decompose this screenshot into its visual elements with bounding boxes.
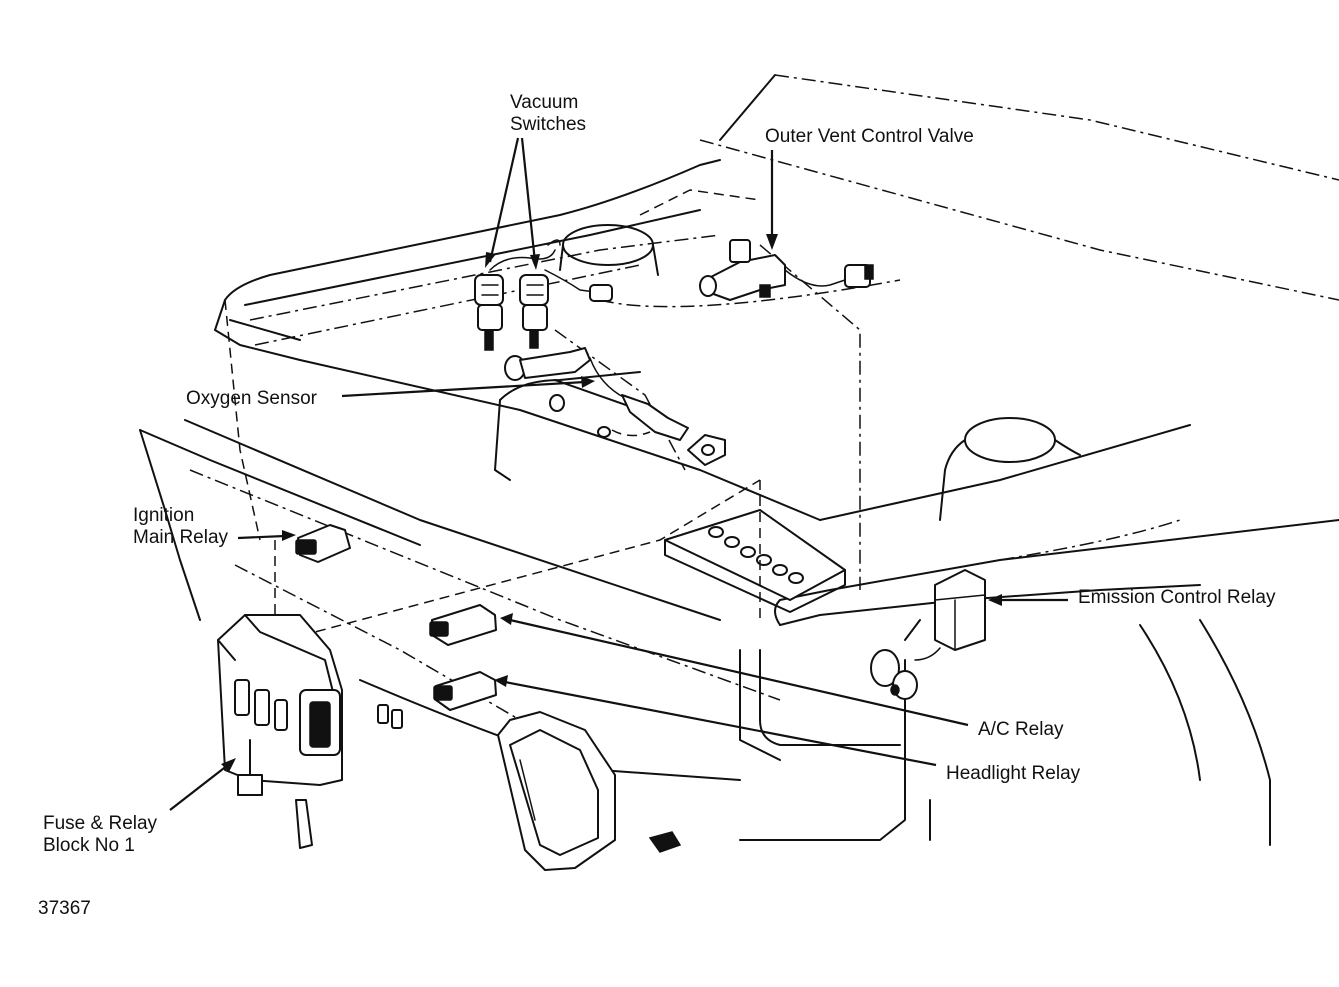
label-emission-control-relay: Emission Control Relay <box>1078 587 1276 608</box>
figure-number: 37367 <box>38 898 91 919</box>
callout-labels: Vacuum Switches Outer Vent Control Valve… <box>38 92 1276 919</box>
label-vacuum-switches-line1: Vacuum <box>510 92 578 113</box>
vacuum-switch-left <box>474 274 504 351</box>
label-headlight-relay: Headlight Relay <box>946 763 1081 784</box>
label-vacuum-switches-line2: Switches <box>510 114 586 135</box>
label-ac-relay: A/C Relay <box>978 719 1064 740</box>
label-fuse-relay-block-line2: Block No 1 <box>43 835 135 856</box>
label-ignition-main-relay-line1: Ignition <box>133 505 194 526</box>
emission-control-relay <box>870 569 986 700</box>
battery-terminals <box>708 526 804 584</box>
headlight-relay <box>433 671 497 711</box>
label-fuse-relay-block-line1: Fuse & Relay <box>43 813 158 834</box>
vacuum-switch-right <box>519 274 549 349</box>
outer-vent-control-valve <box>699 239 874 301</box>
ac-relay <box>429 604 497 646</box>
relay-block-cover <box>497 711 682 871</box>
ignition-main-relay <box>295 524 351 563</box>
label-oxygen-sensor: Oxygen Sensor <box>186 388 318 409</box>
fuse-relay-block <box>217 614 403 849</box>
label-outer-vent-control-valve: Outer Vent Control Valve <box>765 126 974 147</box>
vacuum-switches <box>474 239 613 351</box>
label-ignition-main-relay-line2: Main Relay <box>133 527 229 548</box>
leader-arrows <box>169 137 1068 811</box>
oxygen-sensor <box>504 347 726 466</box>
